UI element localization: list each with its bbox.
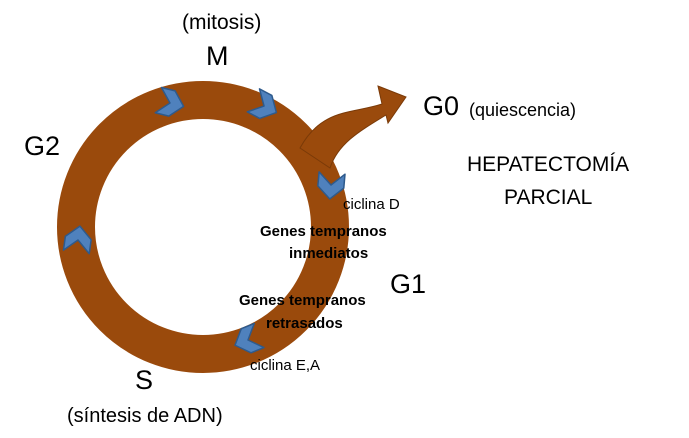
ciclina-ea-label: ciclina E,A [250,357,321,374]
chevron-icon-g2 [62,225,92,255]
mitosis-label: (mitosis) [182,11,262,34]
hepatectomia-label-line1: HEPATECTOMÍA [467,153,630,176]
genes-inmediatos-label-line2: inmediatos [289,245,369,262]
genes-inmediatos-label-line1: Genes tempranos [260,223,387,240]
g0-exit-arrow [299,85,407,169]
ciclina-d-label: ciclina D [343,196,400,213]
chevron-icon-top-left [154,86,185,117]
quiescencia-label: (quiescencia) [469,100,577,120]
phase-g0-label: G0 [423,91,460,121]
hepatectomia-label-line2: PARCIAL [504,186,593,209]
chevron-icon-ciclina-ea [234,322,265,354]
phase-g1-label: G1 [390,269,427,299]
genes-retrasados-label-line2: retrasados [266,315,343,332]
genes-retrasados-label-line1: Genes tempranos [239,292,366,309]
sintesis-label: (síntesis de ADN) [67,405,223,427]
chevron-icon-top-right [246,88,278,120]
chevron-icon-ciclina-d [317,171,346,200]
cell-cycle-ring [57,81,349,373]
phase-s-label: S [135,365,154,395]
chevron-icons [62,86,346,354]
phase-m-label: M [206,41,229,71]
phase-g2-label: G2 [24,131,61,161]
